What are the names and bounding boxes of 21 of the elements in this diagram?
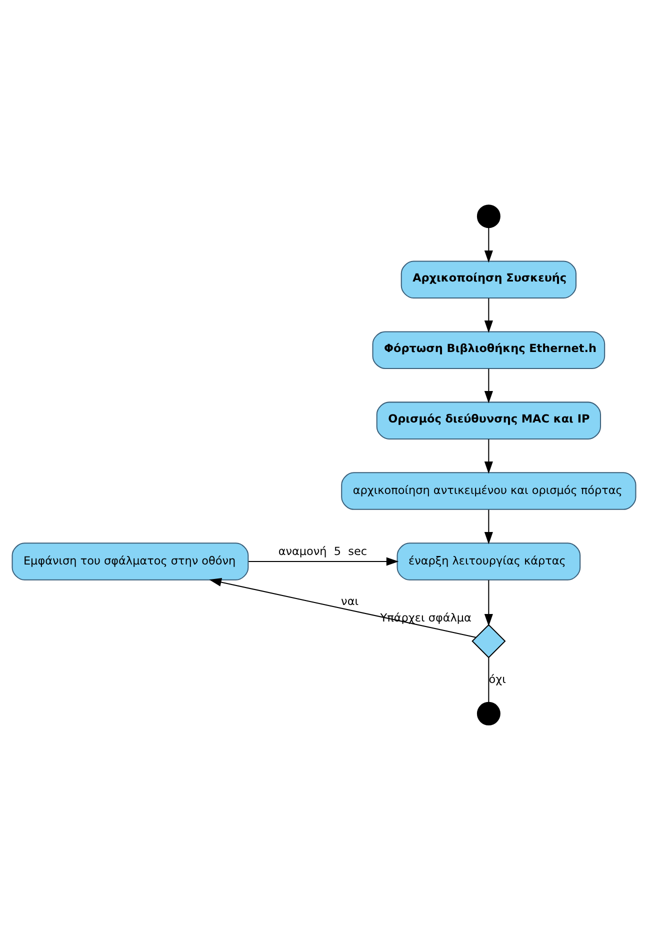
node-box: έναρξη λειτουργίας κάρτας (396, 542, 581, 580)
node-diamond (472, 624, 506, 658)
connector (488, 657, 490, 702)
edge-label: όχι (488, 672, 506, 686)
node-circle (476, 701, 500, 725)
node-box: Φόρτωση Βιβλιοθήκης Ethernet.h (372, 330, 606, 368)
arrow (484, 509, 493, 544)
arrow (248, 556, 399, 566)
arrow (484, 227, 493, 262)
arrow (484, 368, 493, 403)
arrow (484, 438, 493, 474)
edge-label: αναμονή 5 sec (278, 544, 368, 558)
arrow (209, 578, 476, 638)
arrow (484, 298, 493, 332)
node-box: Εμφάνιση του σφάλματος στην οθόνη (12, 542, 249, 580)
edge-label: ναι (341, 594, 359, 608)
node-box: Ορισμός διεύθυνσης MAC και IP (376, 401, 602, 439)
arrow (484, 580, 493, 626)
node-box: Αρχικοποίηση Συσκευής (400, 260, 576, 298)
node-circle (476, 204, 500, 228)
node-box: αρχικοποίηση αντικειμένου και ορισμός πόρτας (341, 472, 636, 510)
